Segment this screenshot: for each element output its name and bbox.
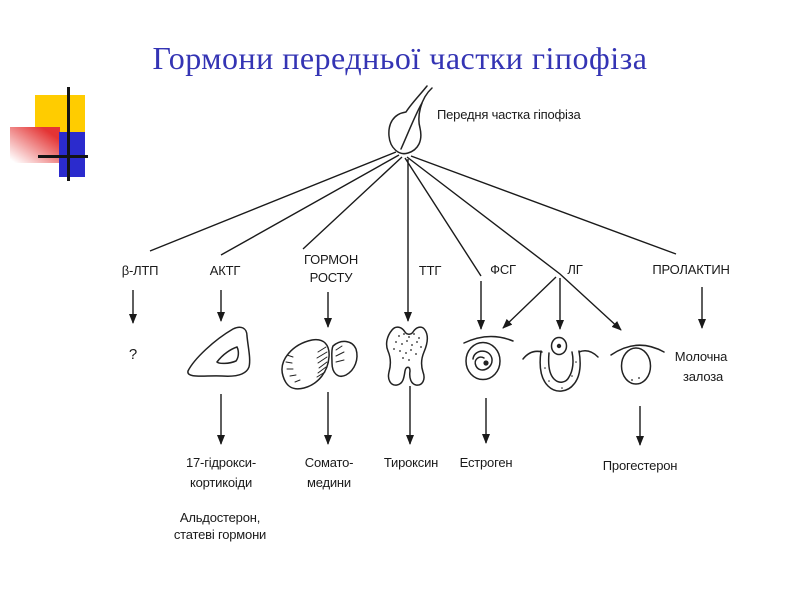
pituitary-drawing	[388, 85, 433, 155]
adrenal-gland-drawing	[187, 326, 251, 377]
hormone-label-bltp: β-ЛТП	[121, 263, 159, 278]
line-to-fsg	[404, 157, 482, 277]
hormone-label-fsg: ФСГ	[490, 262, 516, 277]
mammary-gland-drawing	[610, 344, 665, 385]
arrow-lg-to-follicle	[502, 276, 557, 329]
product-label-corticoids-line2: кортикоіди	[189, 475, 253, 490]
source-label: Передня частка гіпофіза	[437, 107, 581, 122]
product-label-progesterone: Прогестерон	[602, 458, 678, 473]
hormone-label-lg: ЛГ	[567, 262, 583, 277]
mammary-label-line1: Молочна	[674, 349, 728, 364]
slide-title: Гормони передньої частки гіпофіза	[152, 40, 648, 76]
product-label-estrogen: Естроген	[459, 455, 513, 470]
note-label-aldosterone-line2: статеві гормони	[173, 527, 267, 542]
hormone-label-prolactin: ПРОЛАКТИН	[652, 262, 730, 277]
line-to-growth-hormone	[302, 156, 403, 250]
liver-drawing	[281, 338, 358, 390]
decoration-horizontal-line	[38, 155, 88, 158]
hormone-label-growth-line2: РОСТУ	[309, 270, 353, 285]
decoration-yellow-square	[35, 95, 85, 132]
thyroid-stipple	[393, 333, 422, 361]
decoration-blue-square	[59, 132, 85, 177]
product-label-somatomedins-line2: медини	[307, 475, 351, 490]
hormone-label-growth-line1: ГОРМОН	[303, 252, 359, 267]
connector-lines	[129, 151, 706, 446]
hormone-label-aktg: АКТГ	[209, 263, 241, 278]
unknown-target-label: ?	[128, 346, 138, 363]
line-lg-to-mammary	[406, 156, 622, 331]
note-label-aldosterone-line1: Альдостерон,	[179, 510, 261, 525]
decoration-vertical-line	[67, 87, 70, 181]
product-label-corticoids-line1: 17-гідрокси-	[186, 455, 256, 470]
product-label-thyroxine: Тироксин	[383, 455, 439, 470]
liver-hatching	[285, 345, 345, 383]
line-to-prolactin	[410, 155, 677, 255]
line-to-aktg	[220, 154, 400, 256]
hormone-label-ttg: ТТГ	[418, 263, 442, 278]
corpus-luteum-drawing	[522, 336, 599, 392]
ovarian-follicle-drawing	[463, 335, 514, 381]
product-label-somatomedins-line1: Сомато-	[304, 455, 354, 470]
thyroid-drawing	[385, 326, 428, 386]
mammary-label-line2: залоза	[683, 369, 723, 384]
line-to-bltp	[149, 151, 397, 252]
